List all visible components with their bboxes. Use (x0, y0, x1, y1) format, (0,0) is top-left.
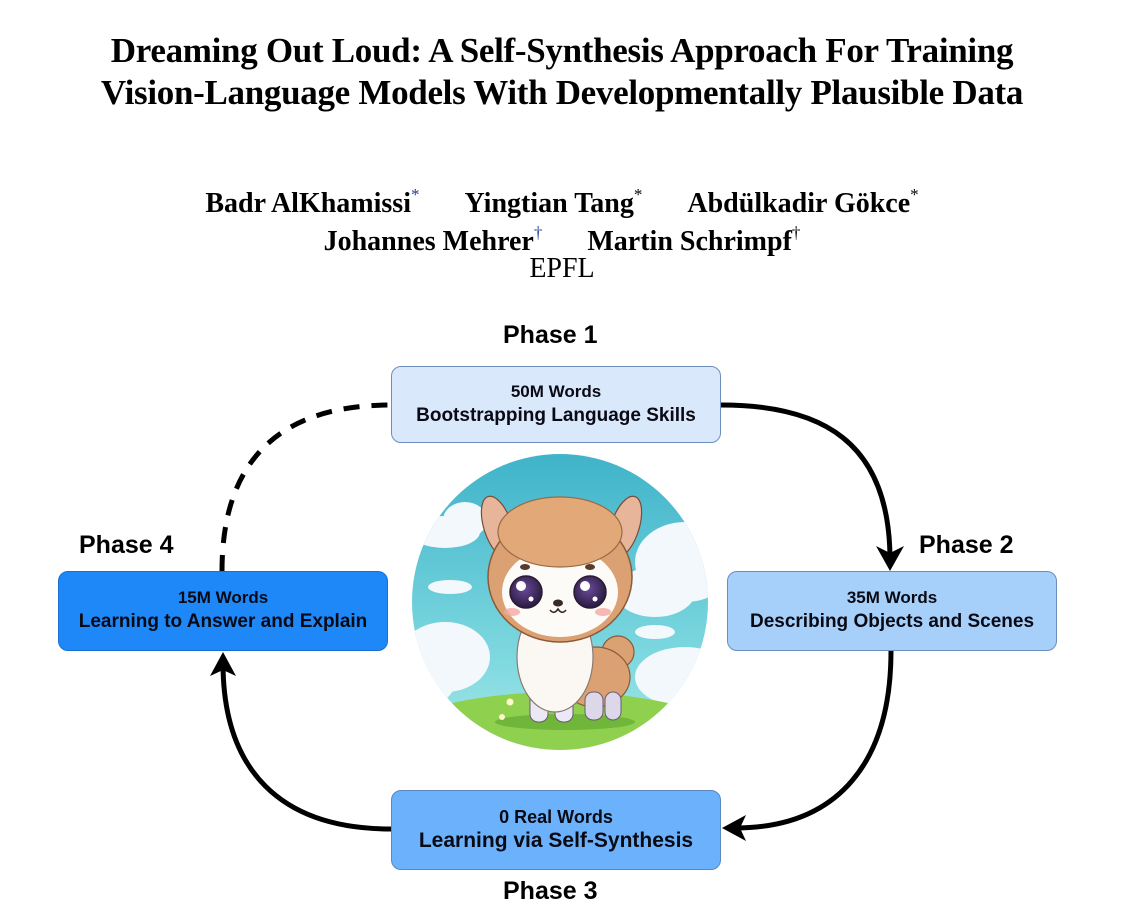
author-mark[interactable]: † (533, 223, 543, 242)
phase-4-label: Phase 4 (79, 531, 174, 559)
phase-1-words: 50M Words (510, 381, 602, 401)
author: Badr AlKhamissi* (205, 185, 420, 220)
author-name: Abdülkadir Gökce (687, 188, 911, 220)
arrow-phase3-to-phase4 (220, 662, 392, 832)
author-mark[interactable]: * (410, 185, 420, 204)
llama-mascot-image (412, 454, 708, 750)
paper-title-line-1: Dreaming Out Loud: A Self-Synthesis Appr… (110, 31, 1014, 70)
mascot-scene (412, 454, 708, 750)
arrowhead-phase4 (210, 652, 236, 676)
arrowhead-phase2 (876, 546, 904, 571)
phase-2-words: 35M Words (846, 588, 938, 607)
phase-1-box: 50M Words Bootstrapping Language Skills (391, 366, 721, 443)
phase-1-label: Phase 1 (503, 321, 598, 349)
author-mark: * (910, 185, 919, 204)
paper-title-line-2: Vision-Language Models With Developmenta… (100, 73, 1024, 112)
authors-row-1: Badr AlKhamissi* Yingtian Tang* Abdülkad… (0, 178, 1124, 223)
cloud-icon (412, 502, 708, 707)
phase-2-label: Phase 2 (919, 531, 1014, 559)
phase-4-box: 15M Words Learning to Answer and Explain (58, 571, 388, 651)
author-mark: † (791, 223, 801, 242)
phase-1-description: Bootstrapping Language Skills (416, 404, 696, 426)
phase-2-description: Describing Objects and Scenes (749, 611, 1035, 632)
phase-4-description: Learning to Answer and Explain (78, 611, 368, 632)
authors-row-2: Johannes Mehrer† Martin Schrimpf† (0, 216, 1124, 261)
author-mark: * (633, 185, 643, 204)
arrow-phase1-to-phase2 (720, 402, 893, 561)
phase-2-box: 35M Words Describing Objects and Scenes (727, 571, 1057, 651)
author: Abdülkadir Gökce* (687, 185, 919, 220)
arrow-phase4-to-phase1-dashed (219, 402, 392, 572)
arrowhead-phase3 (722, 815, 746, 841)
phase-3-box: 0 Real Words Learning via Self-Synthesis (391, 790, 721, 870)
author-name: Johannes Mehrer (323, 226, 534, 258)
author-name: Yingtian Tang (464, 188, 634, 220)
phase-3-description: Learning via Self-Synthesis (418, 829, 694, 852)
phase-3-words: 0 Real Words (499, 807, 613, 827)
arrow-phase2-to-phase3 (734, 650, 894, 831)
phase-4-words: 15M Words (177, 588, 269, 607)
phase-3-label: Phase 3 (503, 877, 598, 905)
author: Yingtian Tang* (464, 185, 643, 220)
author-name: Martin Schrimpf (587, 226, 792, 258)
author-name: Badr AlKhamissi (205, 188, 411, 220)
author: Johannes Mehrer† (323, 223, 543, 258)
author: Martin Schrimpf† (587, 223, 801, 258)
affiliation: EPFL (529, 253, 595, 284)
